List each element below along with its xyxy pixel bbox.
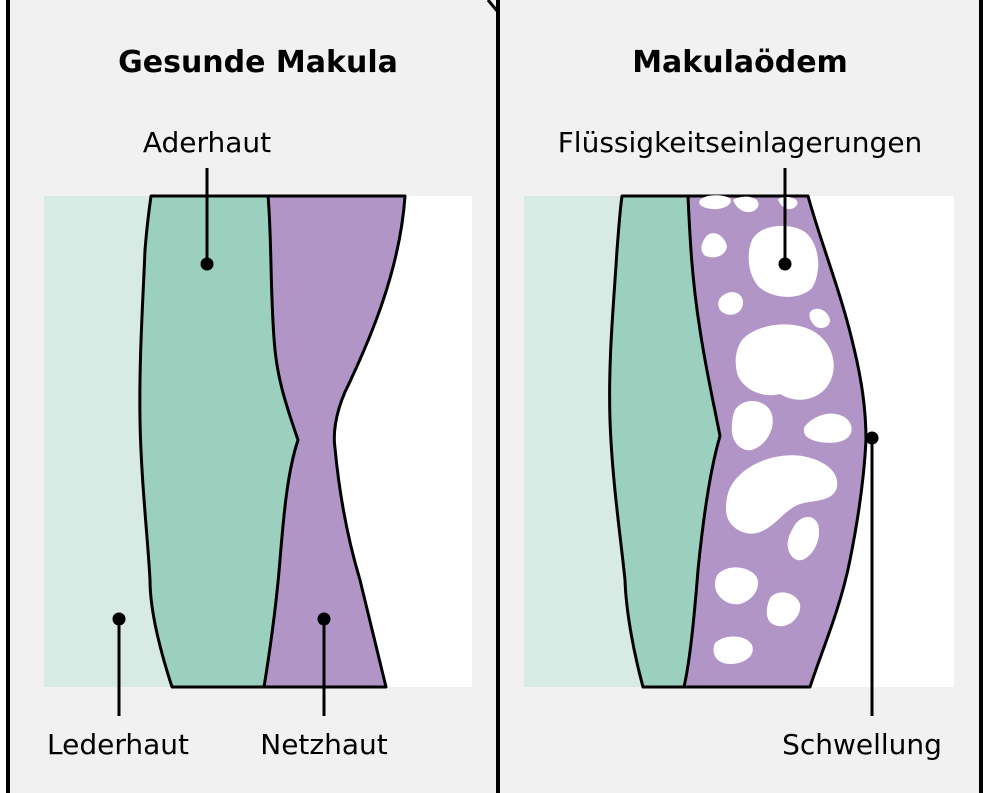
swelling-label: Schwellung — [782, 728, 942, 761]
retina-label: Netzhaut — [260, 728, 387, 761]
choroid-label: Aderhaut — [143, 126, 271, 159]
fluid-pocket — [736, 324, 834, 399]
panel-title: Gesunde Makula — [118, 45, 398, 80]
fluid-label: Flüssigkeitseinlagerungen — [558, 126, 923, 159]
choroid-marker-dot — [201, 258, 214, 271]
panel-healthy-macula: Gesunde Makula Aderhaut Lederhaut Netzha… — [8, 0, 498, 793]
panel-title: Makulaödem — [632, 45, 848, 80]
sclera-label: Lederhaut — [47, 728, 189, 761]
cross-section-healthy — [44, 196, 472, 687]
cross-section-edema — [524, 195, 954, 687]
panel-macular-edema: Makulaödem — [498, 0, 981, 793]
fluid-marker-dot — [779, 258, 792, 271]
